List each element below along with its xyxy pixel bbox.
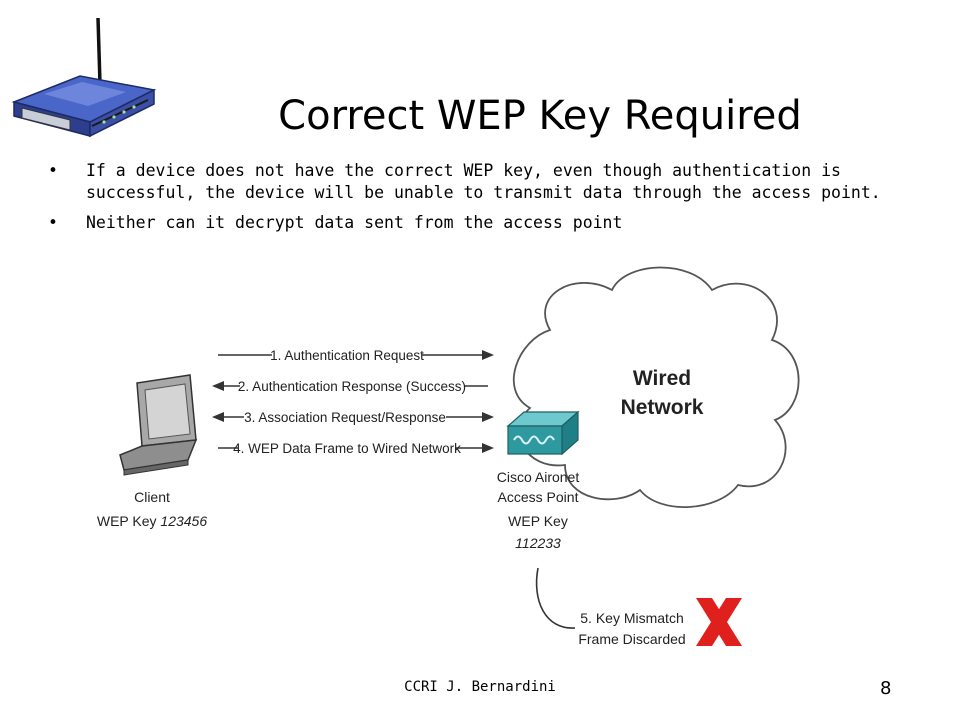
mismatch-connector <box>535 567 576 629</box>
router-logo-image <box>11 17 157 138</box>
ap-label-line1: Cisco Aironet <box>497 469 580 485</box>
bullet-text: If a device does not have the correct WE… <box>86 161 881 202</box>
bullet-dot: • <box>48 161 58 180</box>
client-label: Client <box>134 489 170 505</box>
cloud-label-line1: Wired <box>633 367 691 390</box>
bullet-item: • Neither can it decrypt data sent from t… <box>48 212 908 234</box>
ap-wep-key-value: 112233 <box>515 535 561 551</box>
message-2-label: 2. Authentication Response (Success) <box>238 379 466 394</box>
message-4-label: 4. WEP Data Frame to Wired Network <box>233 441 461 456</box>
message-1-label: 1. Authentication Request <box>270 348 424 363</box>
page-number: 8 <box>880 678 892 699</box>
mismatch-label-line1: 5. Key Mismatch <box>580 610 683 626</box>
bullet-dot: • <box>48 213 58 232</box>
footer-text: CCRI J. Bernardini <box>404 679 556 695</box>
client-wep-key-label: WEP Key 123456 <box>97 513 207 529</box>
router-top-panel <box>44 82 126 106</box>
client-wep-key-value: 123456 <box>160 513 207 529</box>
discard-x-icon <box>696 598 742 646</box>
message-arrows <box>212 350 494 453</box>
bullet-item: • If a device does not have the correct W… <box>48 160 908 204</box>
cloud-label-line2: Network <box>621 396 704 419</box>
access-point-icon <box>506 410 580 456</box>
bullet-text: Neither can it decrypt data sent from th… <box>86 213 623 232</box>
ap-label-line3: WEP Key <box>508 513 568 529</box>
router-front-panel <box>21 107 71 131</box>
router-antenna <box>96 17 102 85</box>
bullet-list: • If a device does not have the correct W… <box>48 160 908 242</box>
ap-label-line2: Access Point <box>498 489 579 505</box>
laptop-icon <box>119 374 198 476</box>
mismatch-label-line2: Frame Discarded <box>578 631 685 647</box>
slide-title: Correct WEP Key Required <box>278 92 802 139</box>
message-3-label: 3. Association Request/Response <box>244 410 446 425</box>
